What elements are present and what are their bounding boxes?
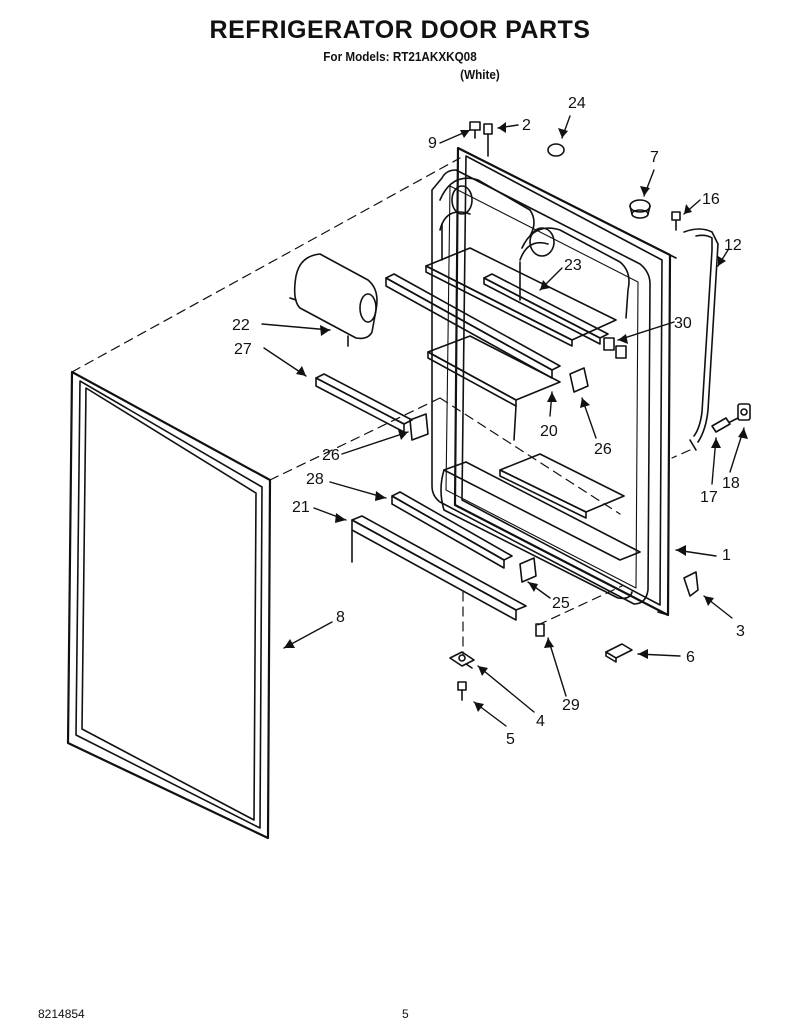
door-gasket — [66, 370, 272, 840]
middle-shelf — [427, 335, 561, 441]
door-bar-20 — [385, 273, 561, 379]
alignment-lines — [71, 157, 691, 656]
lower-shelf — [440, 453, 641, 600]
callout-6: 6 — [686, 649, 695, 666]
door-bar-27 — [315, 373, 413, 433]
callout-16: 16 — [702, 191, 720, 208]
spacer-18 — [737, 403, 751, 421]
callout-4: 4 — [536, 713, 545, 730]
door-liner — [431, 146, 677, 617]
callout-8: 8 — [336, 609, 345, 626]
callout-29: 29 — [562, 697, 580, 714]
document-number: 8214854 — [38, 1007, 85, 1021]
callout-27: 27 — [234, 341, 252, 358]
callout-26-left: 26 — [322, 447, 340, 464]
callout-5: 5 — [506, 731, 515, 748]
callout-22: 22 — [232, 317, 250, 334]
door-stop-6 — [605, 643, 633, 663]
dairy-compartment — [439, 177, 630, 319]
callout-17: 17 — [700, 489, 718, 506]
leader-lines — [261, 115, 745, 727]
callout-23: 23 — [564, 257, 582, 274]
door-bar-21 — [351, 515, 527, 621]
bottom-hinge-4 — [449, 651, 475, 669]
models-line: For Models: RT21AKXKQ08 — [323, 49, 477, 64]
color-line: (White) — [460, 67, 500, 82]
callout-12: 12 — [724, 237, 742, 254]
callout-30: 30 — [674, 315, 692, 332]
page-title: REFRIGERATOR DOOR PARTS — [209, 16, 591, 44]
hinge-cap-3 — [683, 571, 699, 597]
callout-18: 18 — [722, 475, 740, 492]
upper-shelf — [425, 247, 617, 347]
callout-9: 9 — [428, 135, 437, 152]
retainer-clips — [409, 337, 627, 637]
callout-20: 20 — [540, 423, 558, 440]
door-bar-23 — [483, 273, 609, 345]
callout-25: 25 — [552, 595, 570, 612]
callout-labels: 9 2 24 7 16 12 23 30 22 27 20 26 26 17 1… — [232, 95, 745, 748]
dairy-door-22 — [289, 253, 378, 347]
plug-7 — [629, 199, 651, 219]
callout-26-right: 26 — [594, 441, 612, 458]
callout-7: 7 — [650, 149, 659, 166]
callout-28: 28 — [306, 471, 324, 488]
door-handle-12 — [683, 228, 719, 451]
callout-2: 2 — [522, 117, 531, 134]
callout-1: 1 — [722, 547, 731, 564]
callout-24: 24 — [568, 95, 586, 112]
screw-17 — [711, 417, 739, 433]
callout-21: 21 — [292, 499, 310, 516]
hinge-pin — [469, 121, 493, 157]
arrowheads — [284, 122, 748, 712]
screw-5 — [457, 681, 467, 701]
page-number: 5 — [402, 1007, 409, 1021]
door-bar-28 — [391, 491, 513, 569]
screw-16 — [671, 211, 681, 231]
bushing-24 — [547, 143, 565, 157]
callout-3: 3 — [736, 623, 745, 640]
